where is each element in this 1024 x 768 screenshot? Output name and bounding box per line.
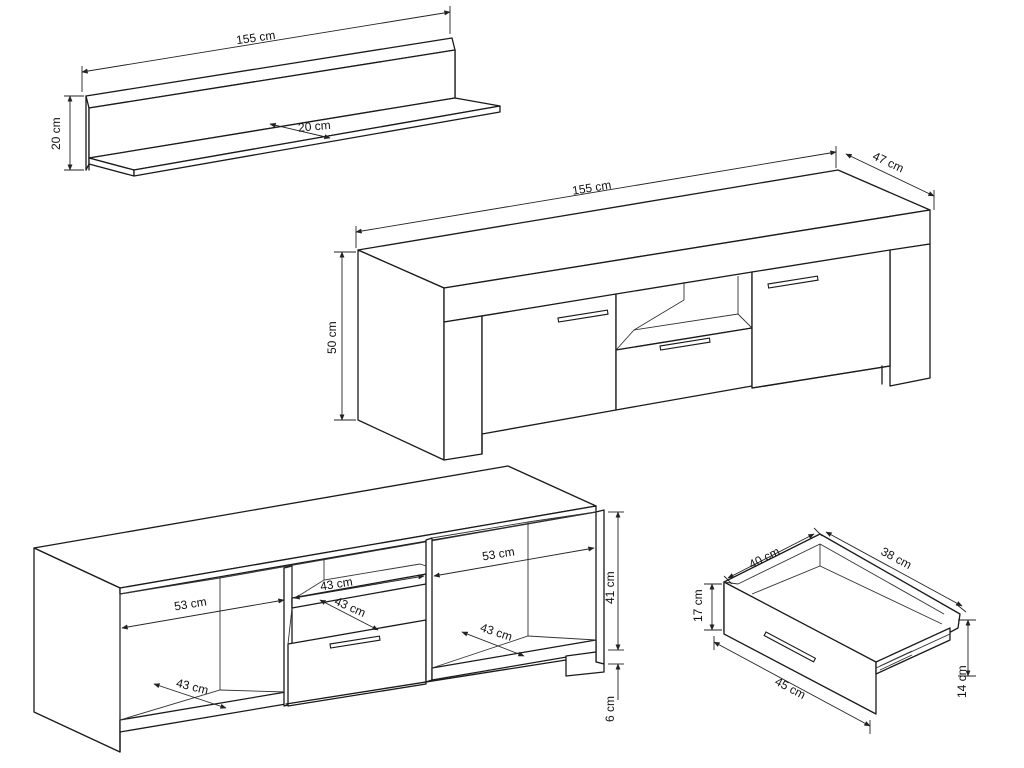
shelf-depth-label: 20 cm — [297, 118, 331, 135]
drawer-inner-height-label: 14 cm — [955, 665, 969, 698]
left-compartment-width-label: 53 cm — [173, 594, 207, 613]
tv-unit-dimensions — [334, 146, 935, 421]
wall-shelf-dimensions — [64, 6, 451, 171]
drawer-front-width-label: 45 cm — [773, 674, 808, 702]
wall-shelf-drawing — [85, 37, 501, 177]
middle-compartment-width-label: 43 cm — [319, 574, 353, 593]
shelf-width-label: 155 cm — [235, 28, 276, 47]
tv-width-label: 155 cm — [571, 178, 612, 198]
right-compartment-width-label: 53 cm — [481, 544, 515, 563]
plinth-height-label: 6 cm — [603, 696, 617, 722]
drawer-dimensions — [704, 527, 976, 734]
inner-height-label: 41 cm — [603, 571, 617, 604]
drawer-front-height-label: 17 cm — [691, 589, 705, 622]
tv-unit-drawing — [357, 169, 931, 461]
tv-depth-label: 47 cm — [871, 149, 907, 176]
tv-interior-dimensions — [121, 511, 624, 709]
left-compartment-depth-label: 43 cm — [175, 676, 210, 697]
shelf-height-label: 20 cm — [49, 117, 63, 150]
drawer-depth-label: 38 cm — [879, 544, 914, 572]
tv-height-label: 50 cm — [325, 321, 339, 354]
tv-interior-drawing — [33, 465, 605, 753]
